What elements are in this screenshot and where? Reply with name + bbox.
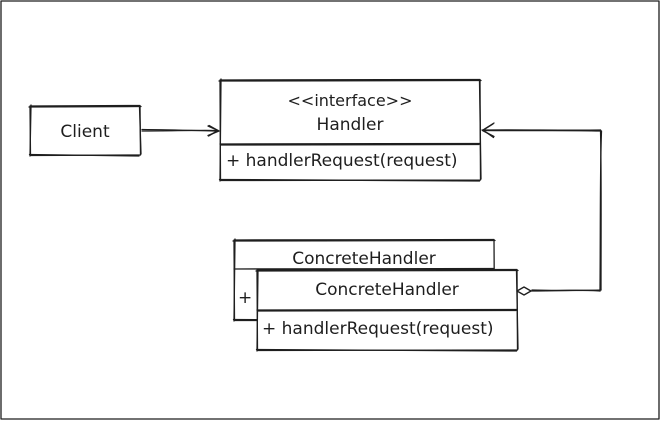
concrete-front-name: ConcreteHandler: [315, 280, 459, 300]
concrete-front-method: + handlerRequest(request): [262, 319, 494, 339]
handler-box[interactable]: [218, 78, 482, 182]
handler-name: Handler: [317, 115, 384, 135]
concrete-handler-front-box[interactable]: [255, 268, 519, 352]
client-box[interactable]: [28, 104, 142, 157]
successor-aggregation-line: [481, 122, 603, 296]
handler-stereotype: <<interface>>: [288, 91, 413, 110]
concrete-back-name: ConcreteHandler: [292, 249, 436, 269]
client-to-handler-arrow: [141, 124, 220, 137]
concrete-back-method-partial: +: [238, 288, 252, 308]
handler-method: + handlerRequest(request): [226, 151, 458, 171]
handler-divider: [219, 142, 481, 145]
aggregation-diamond: [516, 286, 532, 296]
concrete-front-divider: [256, 308, 518, 311]
client-label: Client: [60, 122, 110, 142]
